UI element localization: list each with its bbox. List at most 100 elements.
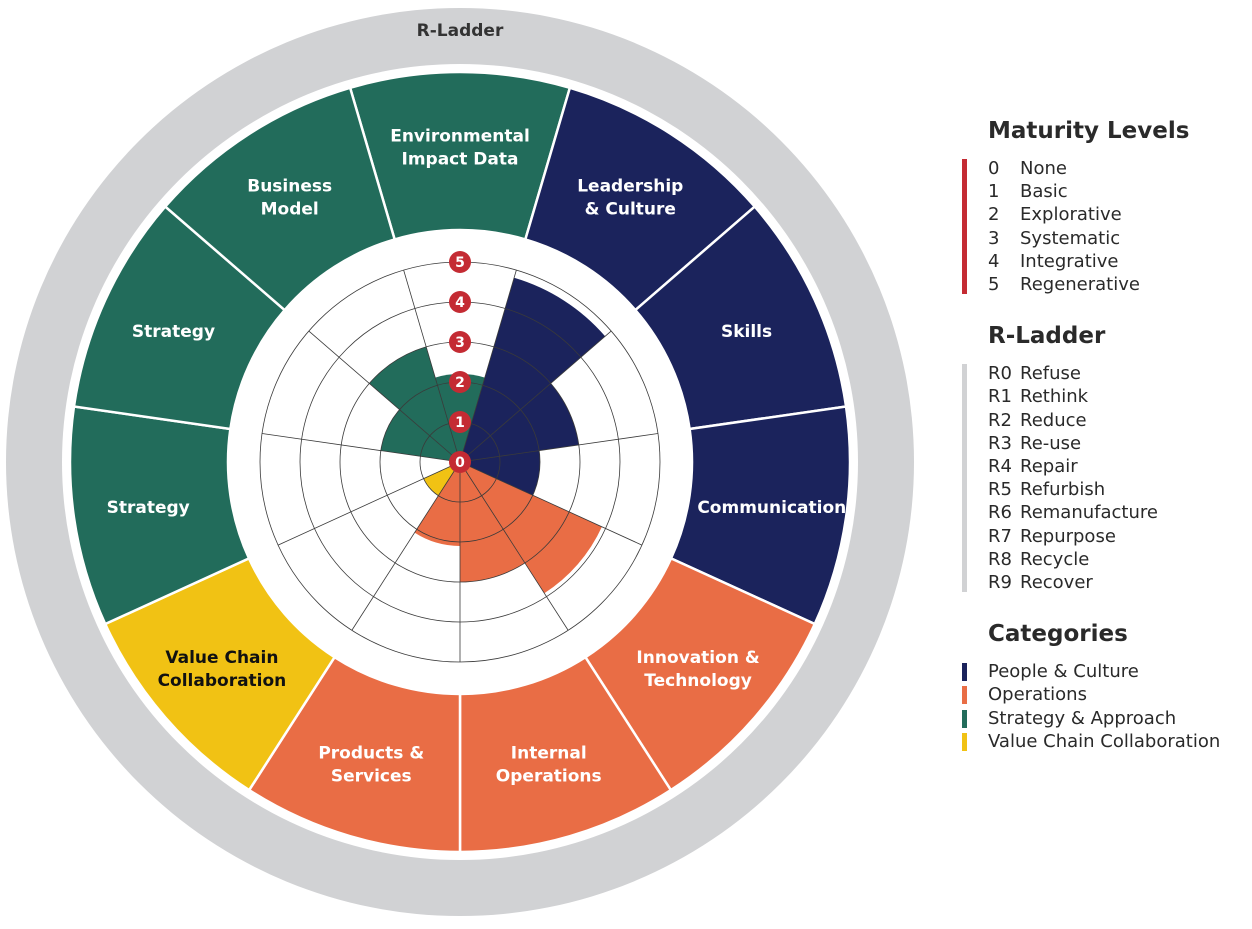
r-ladder-code: R2 bbox=[988, 409, 1012, 431]
maturity-grid-spoke bbox=[459, 461, 643, 546]
category-swatch bbox=[962, 686, 967, 705]
r-ladder-name: Re-use bbox=[1020, 432, 1082, 454]
maturity-wedge bbox=[423, 462, 460, 496]
maturity-level-name: Regenerative bbox=[1020, 274, 1140, 296]
maturity-grid-spoke bbox=[459, 461, 569, 631]
r-ladder-legend-title: R-Ladder bbox=[988, 323, 1106, 350]
sector-label-line: Environmental bbox=[390, 127, 530, 147]
sector-label: Skills bbox=[721, 322, 772, 342]
maturity-grid-spoke bbox=[403, 269, 461, 463]
category-name: People & Culture bbox=[988, 661, 1139, 683]
level-badge bbox=[449, 371, 471, 393]
maturity-level-name: Systematic bbox=[1020, 227, 1121, 249]
level-badge-label: 2 bbox=[455, 375, 465, 391]
level-axis: 0 1 2 3 4 5 bbox=[449, 251, 471, 473]
sector-label-line: Collaboration bbox=[158, 671, 287, 691]
r-ladder-code: R4 bbox=[988, 456, 1012, 478]
level-badge-label: 5 bbox=[455, 255, 465, 271]
r-ladder-bar bbox=[962, 364, 967, 593]
maturity-wedge bbox=[414, 462, 460, 546]
maturity-grid-spoke bbox=[351, 461, 461, 631]
r-ladder-item: R2 Reduce bbox=[988, 409, 1247, 432]
level-badge-label: 4 bbox=[455, 295, 465, 311]
r-ladder-name: Refurbish bbox=[1020, 479, 1106, 501]
r-ladder-item: R7 Repurpose bbox=[988, 525, 1247, 548]
maturity-wedge bbox=[380, 409, 460, 462]
maturity-wedge bbox=[460, 277, 606, 462]
center-level-badge bbox=[449, 451, 471, 473]
maturity-level-name: Basic bbox=[1020, 181, 1068, 203]
maturity-level-name: Explorative bbox=[1020, 204, 1122, 226]
category-sector bbox=[163, 86, 397, 312]
maturity-level-number: 3 bbox=[988, 227, 1000, 249]
maturity-grid-spoke bbox=[459, 433, 659, 463]
r-ladder-name: Reduce bbox=[1020, 409, 1087, 431]
level-badge bbox=[449, 251, 471, 273]
category-item: Strategy & Approach bbox=[962, 707, 1247, 730]
sector-label-line: Strategy bbox=[132, 322, 215, 342]
sector-label-line: & Culture bbox=[585, 200, 676, 220]
r-ladder-item: R1 Rethink bbox=[988, 385, 1247, 408]
sector-label-line: Products & bbox=[318, 744, 424, 764]
r-ladder-name: Repurpose bbox=[1020, 525, 1116, 547]
maturity-levels-bar bbox=[962, 159, 967, 295]
maturity-grid-spoke bbox=[459, 330, 612, 463]
sector-label-line: Leadership bbox=[577, 177, 683, 197]
maturity-grid-spoke bbox=[277, 461, 461, 546]
r-ladder-code: R1 bbox=[988, 386, 1012, 408]
maturity-wedge bbox=[460, 462, 602, 594]
r-ladder-code: R3 bbox=[988, 432, 1012, 454]
sector-label: Products &Services bbox=[318, 744, 424, 787]
maturity-wedge bbox=[460, 450, 540, 496]
category-name: Strategy & Approach bbox=[988, 707, 1177, 729]
center-level-label: 0 bbox=[455, 455, 465, 471]
sector-label-line: Business bbox=[247, 177, 332, 197]
r-ladder-name: Rethink bbox=[1020, 386, 1089, 408]
level-badge bbox=[449, 331, 471, 353]
sector-label: Innovation &Technology bbox=[636, 648, 759, 691]
maturity-level-number: 2 bbox=[988, 204, 1000, 226]
sector-label-line: Internal bbox=[511, 744, 587, 764]
maturity-wedge bbox=[369, 346, 460, 462]
category-swatch bbox=[962, 663, 967, 682]
maturity-wedge bbox=[460, 383, 579, 462]
level-badge bbox=[449, 411, 471, 433]
r-ladder-code: R6 bbox=[988, 502, 1012, 524]
maturity-level-item: 1 Basic bbox=[988, 180, 1247, 203]
maturity-level-name: None bbox=[1020, 158, 1067, 179]
maturity-level-number: 1 bbox=[988, 181, 1000, 203]
category-item: Operations bbox=[962, 683, 1247, 706]
maturity-levels-title: Maturity Levels bbox=[988, 118, 1190, 144]
r-ladder-name: Recover bbox=[1020, 572, 1093, 594]
maturity-grid-spoke bbox=[261, 433, 461, 463]
maturity-level-item: 2 Explorative bbox=[988, 203, 1247, 226]
level-badge-label: 1 bbox=[455, 415, 465, 431]
sector-label-line: Impact Data bbox=[402, 150, 519, 170]
r-ladder-name: Repair bbox=[1020, 456, 1078, 478]
sector-label-line: Model bbox=[261, 200, 319, 220]
level-badge-label: 3 bbox=[455, 335, 465, 351]
r-ladder-code: R8 bbox=[988, 548, 1012, 570]
sector-label-line: Strategy bbox=[107, 498, 190, 518]
r-ladder-code: R7 bbox=[988, 525, 1012, 547]
r-ladder-ring-title: R-Ladder bbox=[417, 21, 504, 41]
